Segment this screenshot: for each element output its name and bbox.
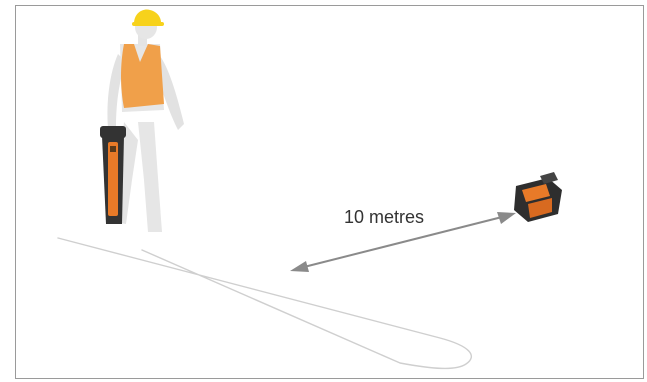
signal-generator: [514, 172, 562, 222]
locator-device: [100, 126, 126, 224]
cable-loop: [58, 238, 471, 368]
hard-hat-icon: [132, 10, 164, 26]
distance-label: 10 metres: [344, 207, 424, 227]
